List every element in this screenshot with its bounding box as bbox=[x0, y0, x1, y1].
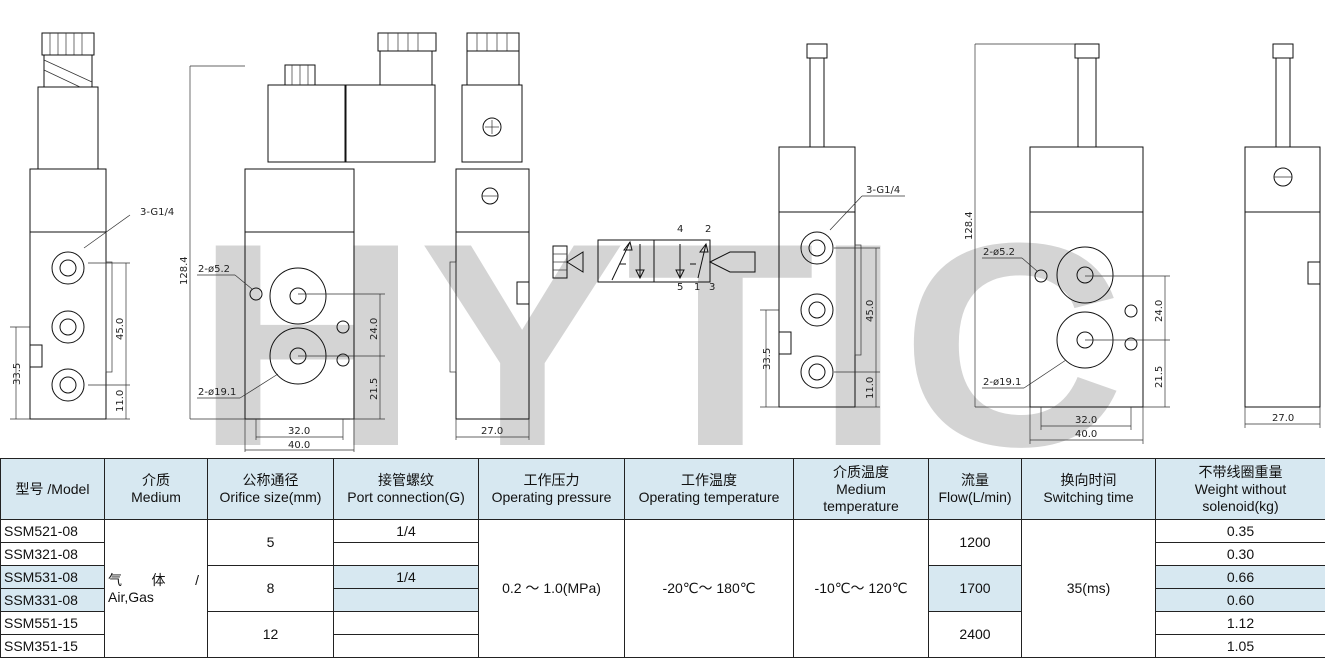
flow-cell: 1700 bbox=[928, 565, 1022, 612]
switching-cell: 35(ms) bbox=[1021, 519, 1156, 658]
header-model: 型号 /Model bbox=[0, 458, 105, 520]
svg-text:11.0: 11.0 bbox=[865, 377, 876, 399]
view-2-front: 24.0 21.5 128.4 2-ø5.2 2-ø19.1 32.0 40.0 bbox=[179, 32, 437, 452]
table-row: SSM331-08 0.60 bbox=[0, 588, 1325, 612]
svg-text:1: 1 bbox=[694, 282, 700, 293]
medium-cell: 气体/ Air,Gas bbox=[104, 519, 208, 658]
view-5-front-no-coil: 24.0 21.5 128.4 2-ø5.2 2-ø19.1 32.0 40.0 bbox=[964, 43, 1170, 444]
svg-text:128.4: 128.4 bbox=[179, 256, 190, 285]
svg-text:33.5: 33.5 bbox=[762, 348, 773, 370]
weight-cell: 0.30 bbox=[1155, 542, 1325, 566]
model-cell: SSM321-08 bbox=[0, 542, 105, 566]
svg-text:40.0: 40.0 bbox=[288, 440, 310, 451]
medium-temp-cell: -10℃～ 120℃ bbox=[793, 519, 929, 658]
port-cell bbox=[333, 588, 479, 612]
orifice-cell: 8 bbox=[207, 565, 334, 612]
model-cell: SSM351-15 bbox=[0, 634, 105, 658]
svg-text:33.5: 33.5 bbox=[12, 363, 23, 385]
svg-text:24.0: 24.0 bbox=[369, 318, 380, 340]
svg-text:2-ø5.2: 2-ø5.2 bbox=[198, 264, 230, 275]
svg-text:3: 3 bbox=[709, 282, 715, 293]
svg-text:11.0: 11.0 bbox=[115, 390, 126, 412]
op-temp-cell: -20℃～ 180℃ bbox=[624, 519, 794, 658]
model-cell: SSM331-08 bbox=[0, 588, 105, 612]
svg-text:21.5: 21.5 bbox=[369, 378, 380, 400]
svg-text:128.4: 128.4 bbox=[964, 211, 975, 240]
flow-cell: 2400 bbox=[928, 611, 1022, 658]
svg-text:3-G1/4: 3-G1/4 bbox=[866, 185, 900, 196]
svg-text:2-ø19.1: 2-ø19.1 bbox=[198, 387, 236, 398]
view-3-side: 27.0 bbox=[449, 32, 530, 440]
svg-text:3-G1/4: 3-G1/4 bbox=[140, 207, 174, 218]
svg-text:27.0: 27.0 bbox=[1272, 413, 1294, 424]
weight-cell: 0.35 bbox=[1155, 519, 1325, 543]
svg-text:32.0: 32.0 bbox=[1075, 415, 1097, 426]
port-cell: 1/4 bbox=[333, 519, 479, 543]
svg-text:24.0: 24.0 bbox=[1154, 300, 1165, 322]
svg-text:21.5: 21.5 bbox=[1154, 366, 1165, 388]
svg-text:5: 5 bbox=[677, 282, 683, 293]
svg-text:27.0: 27.0 bbox=[481, 426, 503, 437]
pneumatic-symbol: 4 2 5 1 3 bbox=[552, 224, 756, 293]
port-cell: 1/4 bbox=[333, 565, 479, 589]
weight-cell: 1.12 bbox=[1155, 611, 1325, 635]
orifice-cell: 5 bbox=[207, 519, 334, 566]
watermark: HYTIC bbox=[195, 183, 1125, 458]
technical-drawing: HYTIC 3-G1/4 45.0 11.0 33.5 bbox=[10, 32, 1321, 458]
pressure-cell: 0.2 ～ 1.0(MPa) bbox=[478, 519, 625, 658]
view-1-side: 3-G1/4 45.0 11.0 33.5 bbox=[10, 32, 174, 420]
model-cell: SSM551-15 bbox=[0, 611, 105, 635]
model-cell: SSM521-08 bbox=[0, 519, 105, 543]
svg-text:2-ø19.1: 2-ø19.1 bbox=[983, 377, 1021, 388]
orifice-cell: 12 bbox=[207, 611, 334, 658]
view-4-side-no-coil: 3-G1/4 45.0 11.0 33.5 bbox=[760, 43, 905, 408]
weight-cell: 0.66 bbox=[1155, 565, 1325, 589]
svg-text:2-ø5.2: 2-ø5.2 bbox=[983, 247, 1015, 258]
model-cell: SSM531-08 bbox=[0, 565, 105, 589]
port-cell bbox=[333, 634, 479, 658]
svg-text:4: 4 bbox=[677, 224, 683, 235]
flow-cell: 1200 bbox=[928, 519, 1022, 566]
table-row: SSM551-15 12 2400 1.12 bbox=[0, 611, 1325, 658]
svg-text:40.0: 40.0 bbox=[1075, 429, 1097, 440]
svg-text:32.0: 32.0 bbox=[288, 426, 310, 437]
weight-cell: 0.60 bbox=[1155, 588, 1325, 612]
weight-cell: 1.05 bbox=[1155, 634, 1325, 658]
table-row: SSM521-08 气体/ Air,Gas 5 1/4 0.2 ～ 1.0(MP… bbox=[0, 519, 1325, 658]
table-row: SSM351-15 1.05 bbox=[0, 634, 1325, 658]
view-6-side-no-coil: 27.0 bbox=[1244, 43, 1321, 428]
port-cell bbox=[333, 542, 479, 566]
svg-text:45.0: 45.0 bbox=[865, 300, 876, 322]
port-cell bbox=[333, 611, 479, 635]
svg-text:2: 2 bbox=[705, 224, 711, 235]
svg-text:45.0: 45.0 bbox=[115, 318, 126, 340]
